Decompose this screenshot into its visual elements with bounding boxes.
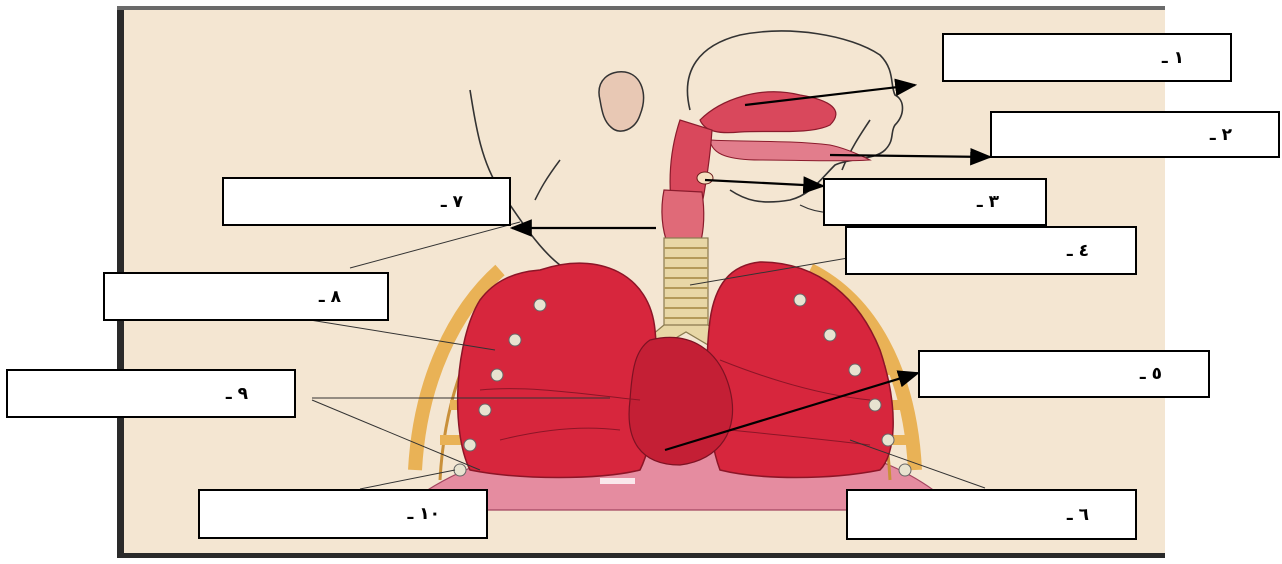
label-box-2[interactable]: ٢ ـ	[990, 111, 1280, 158]
left-lung	[458, 263, 657, 477]
paper-mark	[600, 478, 635, 484]
label-text-10: ١٠ ـ	[408, 504, 441, 524]
label-text-2: ٢ ـ	[1210, 125, 1232, 145]
frame-top	[117, 6, 1165, 10]
label-box-7[interactable]: ٧ ـ	[222, 177, 511, 226]
label-text-1: ١ ـ	[1162, 48, 1184, 68]
label-box-9[interactable]: ٩ ـ	[6, 369, 296, 418]
label-box-5[interactable]: ٥ ـ	[918, 350, 1210, 398]
epiglottis	[697, 172, 713, 184]
label-box-4[interactable]: ٤ ـ	[845, 226, 1137, 275]
label-box-6[interactable]: ٦ ـ	[846, 489, 1137, 540]
larynx	[662, 190, 704, 245]
label-text-3: ٣ ـ	[977, 192, 999, 212]
label-box-3[interactable]: ٣ ـ	[823, 178, 1047, 226]
label-text-5: ٥ ـ	[1140, 364, 1162, 384]
label-text-4: ٤ ـ	[1067, 241, 1089, 261]
frame-bottom	[117, 553, 1165, 558]
label-text-7: ٧ ـ	[441, 192, 463, 212]
label-text-8: ٨ ـ	[319, 287, 341, 307]
label-text-6: ٦ ـ	[1067, 505, 1089, 525]
label-text-9: ٩ ـ	[226, 384, 248, 404]
label-box-8[interactable]: ٨ ـ	[103, 272, 389, 321]
trachea	[664, 238, 708, 330]
label-box-1[interactable]: ١ ـ	[942, 33, 1232, 82]
label-box-10[interactable]: ١٠ ـ	[198, 489, 488, 539]
